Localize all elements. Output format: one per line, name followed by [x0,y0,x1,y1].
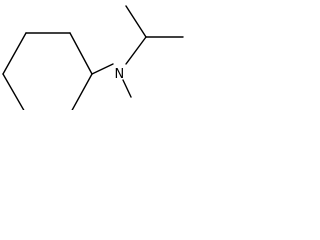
cyclohexane-ring [2,32,93,110]
isopropyl-methyl-bond-left [125,5,147,38]
ring-to-nitrogen-bond [91,63,114,75]
nitrogen-atom-label: N [115,67,125,82]
ring-bond-4 [71,73,93,110]
ring-bond-6 [2,73,25,110]
ring-bond-3 [69,32,93,75]
structure-diagram: N [2,5,184,110]
nitrogen-to-isopropyl-bond [125,36,147,65]
ring-bond-1 [2,32,27,75]
n-methyl-bond [122,79,132,98]
